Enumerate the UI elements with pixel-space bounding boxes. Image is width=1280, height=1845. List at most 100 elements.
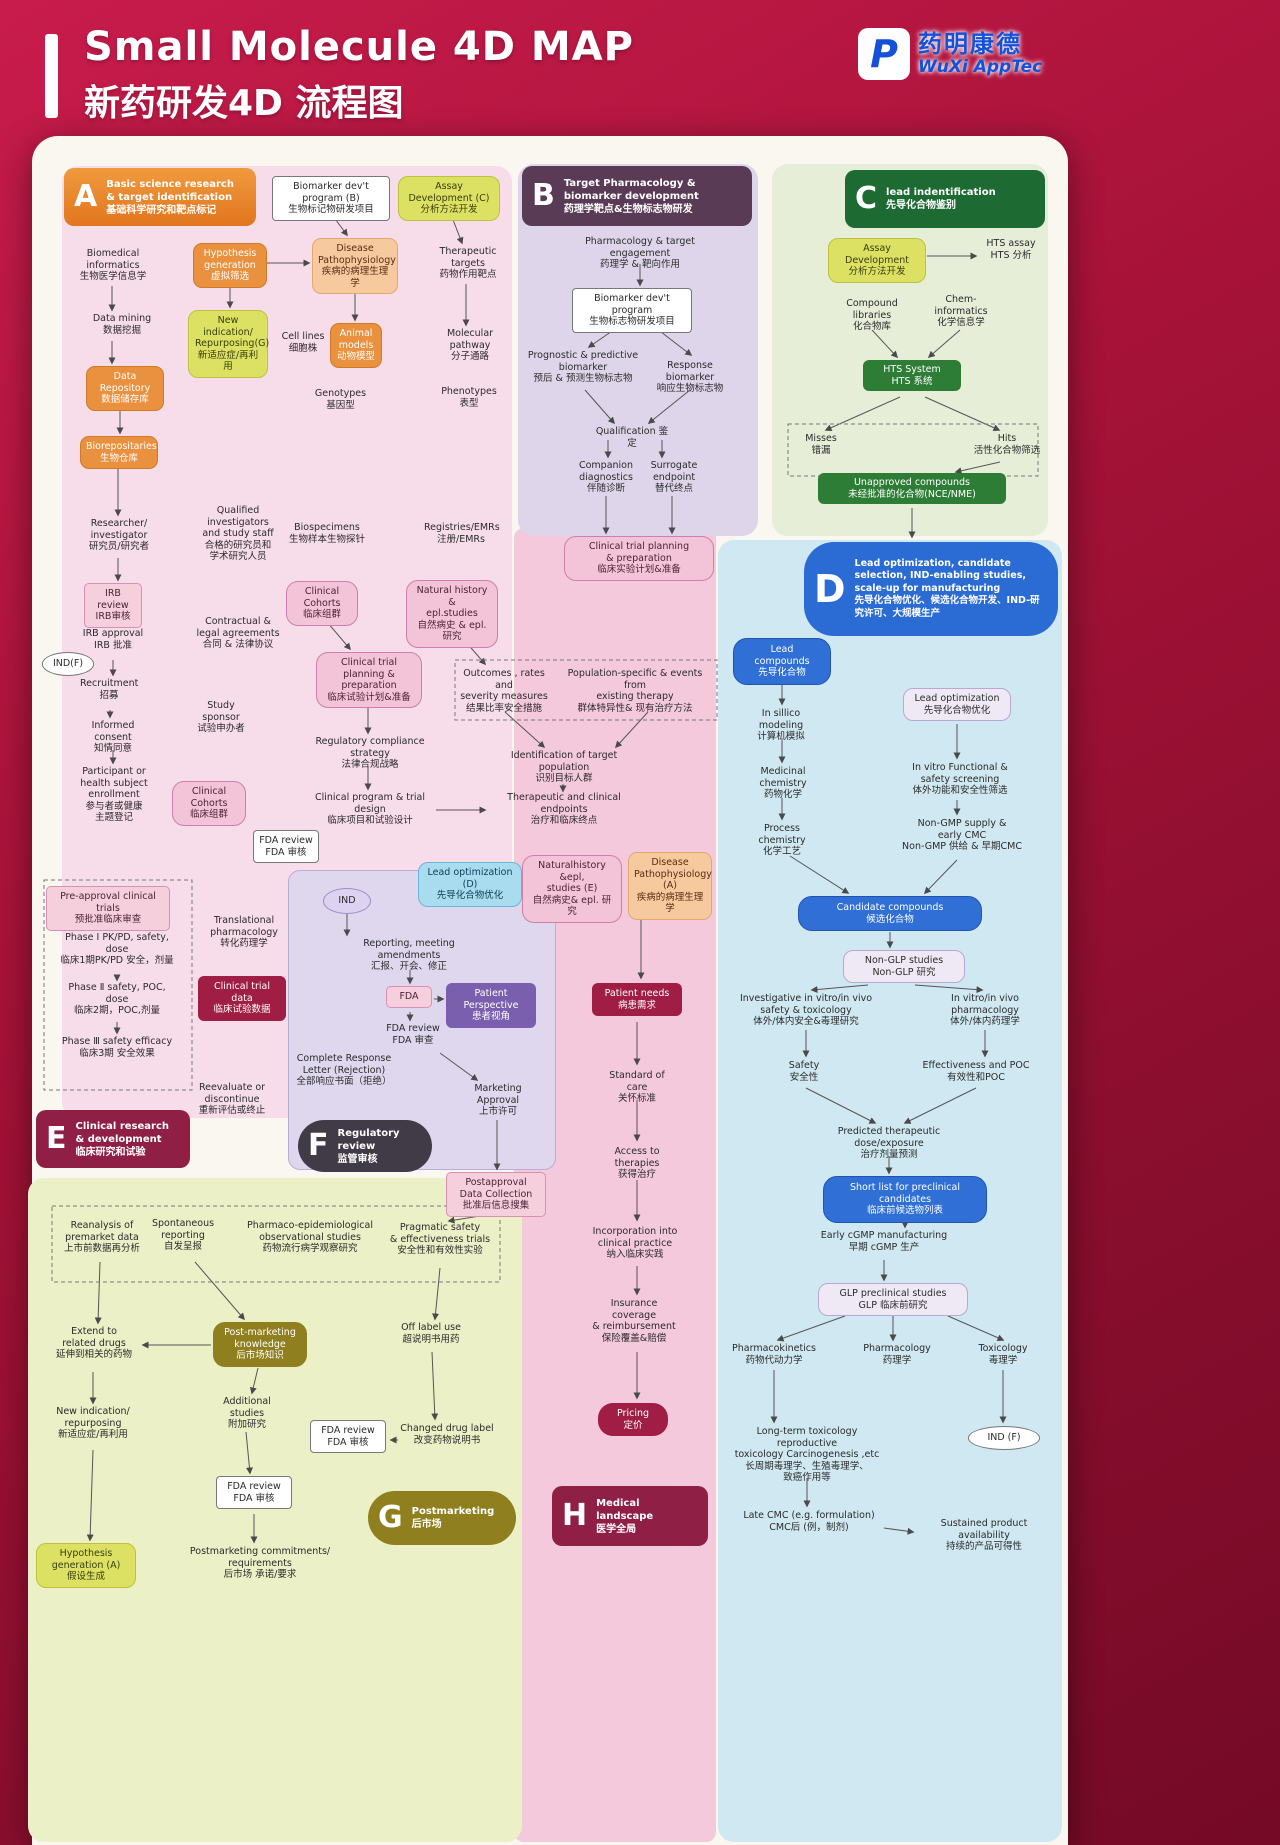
panel-b-target-pharmacology bbox=[518, 164, 758, 536]
node-sustained-product-availability: Sustained product availability 持续的产品可得性 bbox=[940, 1518, 1028, 1553]
node-predicted-dose-exposure: Predicted therapeutic dose/exposure 治疗剂量… bbox=[837, 1126, 941, 1161]
node-pharmaco-epidemiological-studies: Pharmaco-epidemiological observational s… bbox=[247, 1220, 373, 1255]
node-translational-pharmacology: Translational pharmacology 转化药理学 bbox=[210, 915, 278, 950]
node-irb-review: IRB review IRB审核 bbox=[84, 583, 142, 628]
node-natural-history-studies-e: Naturalhistory &epl, studies (E) 自然病史& e… bbox=[522, 855, 622, 923]
node-biorepositories: Biorepositaries 生物仓库 bbox=[80, 436, 158, 470]
section-a-en: Basic science research & target identifi… bbox=[106, 178, 234, 203]
node-researcher-investigator: Researcher/ investigator 研究员/研究者 bbox=[88, 518, 150, 553]
section-b-letter: B bbox=[532, 178, 555, 213]
node-disease-pathophysiology: Disease Pathophysiology 疾病的病理生理学 bbox=[312, 238, 398, 295]
node-pragmatic-safety-effectiveness: Pragmatic safety & effectiveness trials … bbox=[389, 1222, 491, 1257]
node-medicinal-chemistry: Medicinal chemistry 药物化学 bbox=[759, 766, 807, 801]
node-new-indication-repurposing-g: New indication/ repurposing 新适应症/再利用 bbox=[56, 1406, 130, 1441]
section-e-letter: E bbox=[46, 1121, 67, 1156]
node-data-mining: Data mining 数据挖掘 bbox=[92, 313, 152, 336]
node-additional-studies: Additional studies 附加研究 bbox=[223, 1396, 271, 1431]
node-longterm-toxicology: Long-term toxicology reproductive toxico… bbox=[734, 1426, 880, 1484]
node-clinical-program-trial-design: Clinical program & trial design 临床项目和试验设… bbox=[314, 792, 425, 827]
section-f-zh: 监管审核 bbox=[337, 1153, 378, 1165]
node-animal-models: Animal models 动物模型 bbox=[330, 323, 382, 368]
node-chem-informatics: Chem-informatics 化学信息学 bbox=[934, 294, 988, 329]
node-response-biomarker: Response biomarker 响应生物标志物 bbox=[656, 360, 724, 395]
section-a-zh: 基础科学研究和靶点标记 bbox=[106, 204, 217, 216]
node-fda-review-1: FDA review FDA 审核 bbox=[253, 830, 319, 864]
node-clinical-trial-planning-b: Clinical trial planning & preparation 临床… bbox=[564, 536, 714, 581]
node-cell-lines: Cell lines 细胞株 bbox=[281, 331, 325, 354]
node-fda-review-2: FDA review FDA 审查 bbox=[386, 1023, 440, 1046]
section-a-letter: A bbox=[74, 179, 98, 214]
node-companion-diagnostics: Companion diagnostics 伴随诊断 bbox=[578, 460, 634, 495]
node-preapproval-clinical-trials: Pre-approval clinical trials 预批准临床审查 bbox=[46, 886, 170, 931]
section-badge-d: D Lead optimization, candidate selection… bbox=[804, 542, 1058, 636]
node-phase-3: Phase Ⅲ safety efficacy 临床3期 安全效果 bbox=[61, 1036, 173, 1059]
node-early-cgmp-manufacturing: Early cGMP manufacturing 早期 cGMP 生产 bbox=[820, 1230, 948, 1253]
node-unapproved-compounds: Unapproved compounds 未经批准的化合物(NCE/NME) bbox=[818, 473, 1006, 505]
section-c-letter: C bbox=[855, 181, 878, 216]
node-hts-assay: HTS assay HTS 分析 bbox=[986, 238, 1036, 261]
section-g-en: Postmarketing bbox=[411, 1506, 495, 1517]
node-natural-history-studies-1: Natural history & epl.studies 自然病史 & epl… bbox=[406, 580, 498, 648]
node-late-cmc: Late CMC (e.g. formulation) CMC后 (例，制剂) bbox=[743, 1510, 875, 1533]
node-clinical-cohorts-1: Clinical Cohorts 临床组群 bbox=[286, 581, 358, 626]
node-glp-preclinical-studies: GLP preclinical studies GLP 临床前研究 bbox=[818, 1283, 968, 1317]
node-marketing-approval: Marketing Approval 上市许可 bbox=[474, 1083, 522, 1118]
node-population-specific-events: Population-specific & events from existi… bbox=[567, 668, 703, 714]
node-pricing: Pricing 定价 bbox=[598, 1403, 668, 1437]
node-fda: FDA bbox=[386, 986, 432, 1008]
node-phenotypes: Phenotypes 表型 bbox=[441, 386, 497, 409]
node-process-chemistry: Process chemistry 化学工艺 bbox=[758, 823, 806, 858]
node-shortlist-preclinical-candidates: Short list for preclinical candidates 临床… bbox=[823, 1176, 987, 1223]
node-pharmacology: Pharmacology 药理学 bbox=[863, 1343, 931, 1366]
node-qualified-investigators: Qualified investigators and study staff … bbox=[202, 505, 274, 563]
node-lead-optimization-d2: Lead optimization 先导化合物优化 bbox=[903, 688, 1011, 722]
section-d-letter: D bbox=[814, 567, 846, 611]
section-b-en: Target Pharmacology & biomarker developm… bbox=[563, 177, 699, 202]
section-h-letter: H bbox=[562, 1498, 588, 1533]
section-d-en: Lead optimization, candidate selection, … bbox=[854, 558, 1026, 594]
section-g-letter: G bbox=[378, 1500, 403, 1535]
node-biomarker-dev-program-b: Biomarker dev't program 生物标志物研发项目 bbox=[572, 288, 692, 333]
section-c-zh: 先导化合物鉴别 bbox=[886, 200, 957, 211]
node-data-repository: Data Repository 数据储存库 bbox=[86, 366, 164, 411]
node-clinical-trial-data: Clinical trial data 临床试验数据 bbox=[198, 976, 286, 1021]
node-registries-emrs: Registries/EMRs 注册/EMRs bbox=[424, 522, 500, 545]
node-standard-of-care: Standard of care 关怀标准 bbox=[609, 1070, 665, 1105]
node-disease-pathophysiology-a: Disease Pathophysiology (A) 疾病的病理生理学 bbox=[628, 852, 712, 920]
node-pharmacology-target-engagement: Pharmacology & target engagement 药理学 & 靶… bbox=[585, 236, 695, 271]
title-accent-bar bbox=[45, 34, 58, 118]
node-hts-system: HTS System HTS 系统 bbox=[863, 360, 961, 392]
node-invitro-functional-safety-screening: In vitro Functional & safety screening 体… bbox=[912, 762, 1008, 797]
node-nonglp-studies: Non-GLP studies Non-GLP 研究 bbox=[843, 950, 965, 984]
node-misses: Misses 错漏 bbox=[805, 433, 837, 456]
node-spontaneous-reporting: Spontaneous reporting 自发呈报 bbox=[151, 1218, 215, 1253]
section-a-title: Basic science research & target identifi… bbox=[106, 178, 246, 217]
node-safety: Safety 安全性 bbox=[788, 1060, 820, 1083]
logo-en: WuXi AppTec bbox=[918, 56, 1043, 77]
node-identification-target-population: Identification of target population 识别目标… bbox=[510, 750, 618, 785]
node-phase-2: Phase Ⅱ safety, POC, dose 临床2期，POC,剂量 bbox=[68, 982, 166, 1017]
node-patient-needs: Patient needs 病患需求 bbox=[592, 983, 682, 1017]
node-phase-1: Phase Ⅰ PK/PD, safety, dose 临床1期PK/PD 安全… bbox=[60, 932, 174, 967]
node-new-indication-repurposing: New indication/ Repurposing(G) 新适应症/再利用 bbox=[188, 310, 269, 378]
node-fda-review-g2: FDA review FDA 审核 bbox=[216, 1476, 292, 1510]
node-insurance-coverage-reimbursement: Insurance coverage & reimbursement 保险覆盖&… bbox=[592, 1298, 676, 1344]
node-postmarketing-commitments: Postmarketing commitments/ requirements … bbox=[189, 1546, 331, 1581]
node-assay-development-c: Assay Development 分析方法开发 bbox=[828, 238, 926, 283]
node-candidate-compounds: Candidate compounds 候选化合物 bbox=[798, 896, 982, 932]
section-f-letter: F bbox=[308, 1128, 329, 1163]
node-complete-response-letter: Complete Response Letter (Rejection) 全部响… bbox=[296, 1053, 392, 1088]
node-therapeutic-targets: Therapeutic targets 药物作用靶点 bbox=[439, 246, 497, 281]
wuxi-apptec-logo: P 药明康德 WuXi AppTec bbox=[858, 28, 1042, 80]
node-reporting-meeting-amendments: Reporting, meeting amendments 汇报、开会、修正 bbox=[363, 938, 455, 973]
node-informed-consent: Informed consent 知情同意 bbox=[91, 720, 135, 755]
node-prognostic-predictive-biomarker: Prognostic & predictive biomarker 预后 & 预… bbox=[527, 350, 639, 385]
node-fda-review-g1: FDA review FDA 审核 bbox=[310, 1420, 386, 1454]
